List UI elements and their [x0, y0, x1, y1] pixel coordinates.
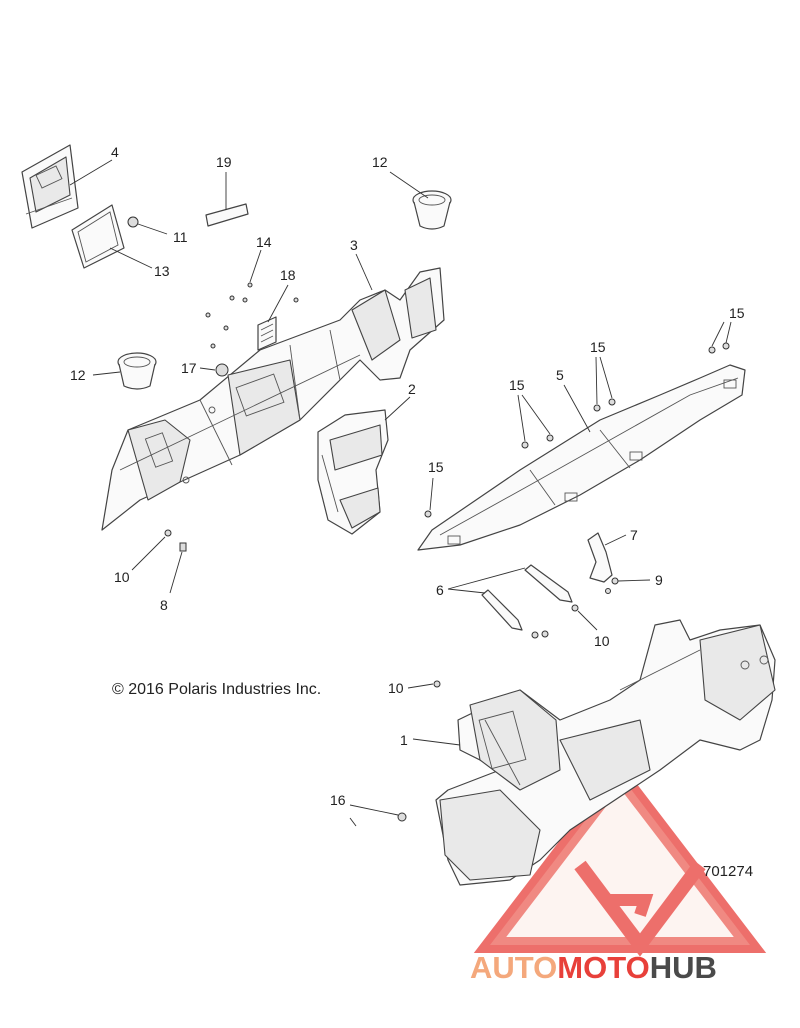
callout-13: 13 [154, 263, 170, 279]
callout-11: 11 [173, 229, 188, 245]
part-1-lower-dash [435, 619, 776, 886]
callout-2: 2 [408, 381, 416, 397]
leader-lines [69, 159, 732, 827]
callout-12-top: 12 [372, 154, 388, 170]
part-6-bracket-right [524, 564, 573, 603]
part-19-trim-strip [205, 203, 249, 227]
watermark-text-hub: HUB [650, 950, 717, 985]
callout-12-left: 12 [70, 367, 86, 383]
part-2-center-box [317, 409, 389, 535]
part-3-upper-dash [101, 267, 445, 531]
callout-10-mid: 10 [594, 633, 610, 649]
part-7-bracket [587, 532, 613, 583]
part-16-fastener [397, 812, 407, 822]
part-12-cup-holder-left [117, 352, 157, 390]
part-9-screw-2 [605, 588, 611, 594]
callout-5: 5 [556, 367, 564, 383]
callout-10-lower: 10 [388, 680, 404, 696]
part-13-seal [71, 204, 125, 269]
watermark-text-auto: AUTO [470, 950, 557, 985]
part-12-cup-holder-top [412, 190, 452, 230]
callout-15-lower: 15 [428, 459, 444, 475]
watermark-logo [473, 761, 767, 957]
part-18-vent [257, 316, 277, 351]
drawing-number: 701274 [703, 863, 753, 880]
part-15-clips [424, 342, 730, 518]
callout-15-mid: 15 [590, 339, 606, 355]
callout-15-right: 15 [729, 305, 745, 321]
copyright-notice: © 2016 Polaris Industries Inc. [112, 681, 321, 698]
part-11-nut [127, 216, 139, 228]
part-17-clip [215, 363, 229, 377]
callout-18: 18 [280, 267, 296, 283]
callout-14: 14 [256, 234, 272, 250]
callout-15-left: 15 [509, 377, 525, 393]
callout-9: 9 [655, 572, 663, 588]
part-10-fasteners [164, 529, 579, 688]
callout-8: 8 [160, 597, 168, 613]
part-4-door-panel [21, 144, 79, 229]
part-8-clip [179, 542, 187, 552]
callout-10-left: 10 [114, 569, 130, 585]
callout-labels: 4 19 12 11 13 14 3 18 12 17 15 15 15 5 2… [70, 144, 745, 808]
watermark-text: AUTOMOTOHUB [470, 950, 717, 985]
callout-3: 3 [350, 237, 358, 253]
callout-4: 4 [111, 144, 119, 160]
callout-6: 6 [436, 582, 444, 598]
callout-7: 7 [630, 527, 638, 543]
callout-19: 19 [216, 154, 232, 170]
callout-16: 16 [330, 792, 346, 808]
callout-17: 17 [181, 360, 197, 376]
part-6-bracket-left [481, 589, 523, 631]
part-9-screw [611, 577, 619, 585]
callout-1: 1 [400, 732, 408, 748]
part-5-dash-cover [417, 364, 746, 551]
part-14-screws [205, 282, 299, 349]
watermark-text-moto: MOTO [557, 950, 649, 985]
